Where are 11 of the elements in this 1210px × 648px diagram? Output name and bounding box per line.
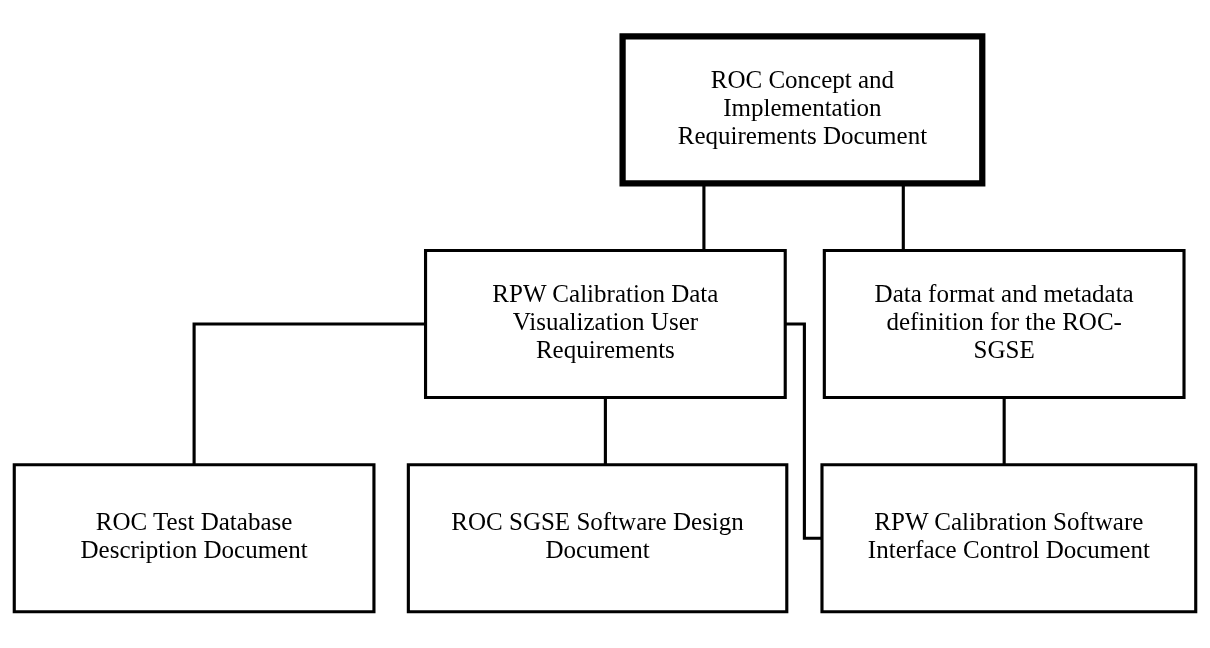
node-box: Data format and metadata definition for the ROC-SGSE — [822, 248, 1186, 400]
connector — [192, 322, 425, 465]
node-box: ROC SGSE Software Design Document — [406, 463, 789, 614]
connector — [702, 183, 706, 251]
connector — [603, 397, 607, 465]
connector — [901, 183, 905, 251]
node-box: ROC Test Database Description Document — [12, 463, 376, 614]
node-box: RPW Calibration Data Visualization User Requirements — [424, 248, 787, 400]
node-box: RPW Calibration Software Interface Control Document — [820, 463, 1198, 614]
node-box: ROC Concept and Implementation Requirements Document — [619, 33, 986, 187]
connector — [1002, 397, 1006, 465]
